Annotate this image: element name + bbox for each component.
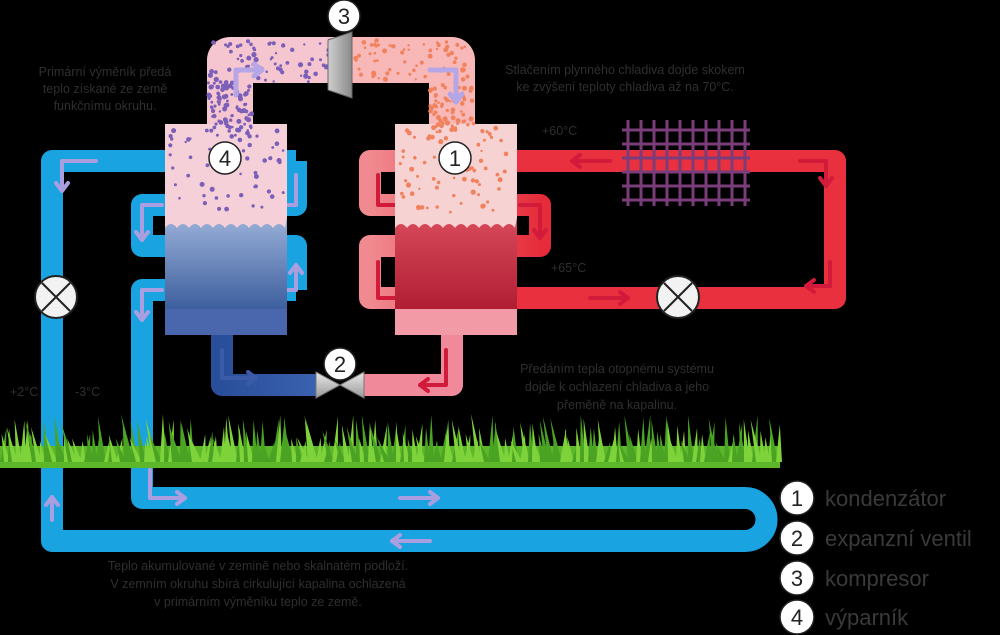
ground-loop-arrows [44, 159, 440, 549]
note-evaporator-line3: funkčnímu okruhu. [54, 99, 157, 113]
note-condensation-line3: přeměně na kapalinu. [557, 398, 677, 412]
refrigerant-arrows [233, 61, 465, 105]
note-ground: Teplo akumulované v zemině nebo skalnaté… [108, 559, 408, 609]
badge-expansion-valve: 2 [323, 347, 357, 381]
note-compression: Stlačením plynného chladiva dojde skokem… [505, 63, 745, 94]
compressor [327, 31, 353, 99]
legend-label: výparník [825, 605, 909, 630]
note-compression-line2: ke zvýšení teploty chladiva až na 70°C. [516, 80, 734, 94]
badge-evaporator: 4 [208, 141, 242, 175]
temp-heating-return: +65°C [551, 261, 586, 275]
note-evaporator-line2: teplo získané ze země [43, 82, 167, 96]
gas-particles-cold [168, 38, 336, 212]
temp-heating-supply: +60°C [542, 124, 577, 138]
legend-label: kondenzátor [825, 486, 946, 511]
legend-item-compressor: 3 kompresor [779, 560, 929, 596]
note-ground-line1: Teplo akumulované v zemině nebo skalnaté… [108, 559, 408, 573]
temp-ground-out: +2°C [10, 385, 38, 399]
legend-item-expansion-valve: 2 expanzní ventil [779, 520, 972, 556]
note-evaporator-line1: Primární výměník předá [39, 65, 172, 79]
legend-number: 4 [791, 605, 803, 630]
badge-expansion-valve-number: 2 [334, 352, 346, 377]
note-condensation-line2: dojde k ochlazení chladiva a jeho [525, 380, 709, 394]
radiator-icon [622, 120, 750, 206]
legend: 1 kondenzátor 2 expanzní ventil 3 kompre… [779, 480, 972, 635]
legend-number: 2 [791, 526, 803, 551]
temp-ground-in: -3°C [75, 385, 100, 399]
legend-label: kompresor [825, 566, 929, 591]
note-ground-line2: V zemním okruhu sbírá cirkulující kapali… [110, 577, 405, 591]
note-condensation: Předáním tepla otopnému systému dojde k … [520, 362, 714, 412]
legend-item-evaporator: 4 výparník [779, 599, 909, 635]
note-condensation-line1: Předáním tepla otopnému systému [520, 362, 714, 376]
badge-evaporator-number: 4 [219, 146, 231, 171]
expansion-valve-icon [315, 371, 365, 399]
legend-number: 1 [791, 486, 803, 511]
ground-loop-valve-icon [34, 275, 78, 319]
grass-strip [0, 414, 782, 468]
badge-compressor-number: 3 [338, 4, 350, 29]
note-ground-line3: v primárním výměníku teplo ze země. [154, 595, 362, 609]
note-compression-line1: Stlačením plynného chladiva dojde skokem [505, 63, 745, 77]
badge-compressor: 3 [327, 0, 361, 33]
legend-item-condenser: 1 kondenzátor [779, 480, 946, 516]
condenser [395, 124, 517, 335]
legend-label: expanzní ventil [825, 526, 972, 551]
badge-condenser: 1 [438, 141, 472, 175]
heating-loop-valve-icon [656, 275, 700, 319]
gas-particles-hot [353, 38, 509, 214]
note-evaporator: Primární výměník předá teplo získané ze … [39, 65, 172, 113]
badge-condenser-number: 1 [449, 146, 461, 171]
legend-number: 3 [791, 566, 803, 591]
